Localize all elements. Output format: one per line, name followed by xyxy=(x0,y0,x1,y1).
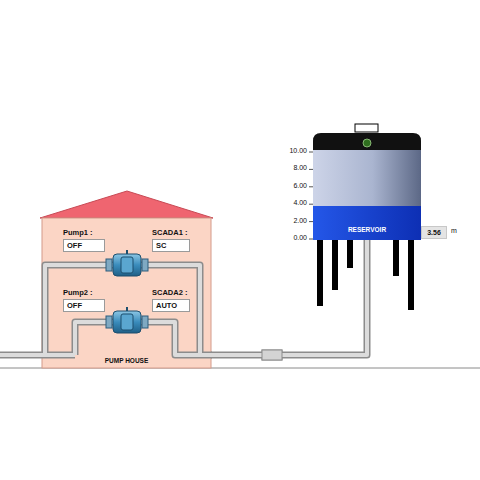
level-readout: 3.56 xyxy=(421,226,447,239)
scale-value: 6.00 xyxy=(279,182,307,189)
pump-symbol xyxy=(113,311,141,333)
pipe-coupling xyxy=(262,350,282,360)
status-field: SCADA1 :SC xyxy=(152,228,190,252)
pipe-outline xyxy=(211,240,367,355)
status-field: Pump1 :OFF xyxy=(63,228,105,252)
scale-ticks xyxy=(309,152,313,153)
scale-ticks xyxy=(309,186,313,187)
pump-symbol xyxy=(126,250,128,254)
pump-symbol xyxy=(106,316,112,328)
scale-ticks xyxy=(309,204,313,205)
scale-value: 10.00 xyxy=(279,147,307,154)
scale-ticks xyxy=(309,152,313,239)
status-field: Pump2 :OFF xyxy=(63,288,105,312)
unit-label: m xyxy=(451,227,463,234)
scale-value: 0.00 xyxy=(279,234,307,241)
pipe-connector xyxy=(211,240,367,355)
pump-symbol xyxy=(106,307,148,333)
pipe-core xyxy=(211,240,367,355)
status-field: SCADA2 :AUTO xyxy=(152,288,190,312)
scale-value: 2.00 xyxy=(279,217,307,224)
field-value: AUTO xyxy=(152,299,190,312)
node-title: 3.56 xyxy=(427,229,441,236)
pump-symbol xyxy=(121,257,133,273)
pump-house-building xyxy=(40,191,213,218)
field-value: OFF xyxy=(63,239,105,252)
reservoir-tank xyxy=(313,124,421,240)
field-label: Pump1 : xyxy=(63,228,105,238)
pump-house-building xyxy=(40,191,213,368)
scale-ticks xyxy=(309,221,313,222)
pump-symbol xyxy=(106,250,148,276)
reservoir-legs xyxy=(408,240,414,310)
pump-symbol xyxy=(142,259,148,271)
reservoir-tank xyxy=(313,150,421,206)
reservoir-tank xyxy=(313,206,421,240)
inner-pipework xyxy=(0,265,212,355)
reservoir-tank xyxy=(363,139,371,147)
pump-symbol xyxy=(121,314,133,330)
reservoir: RESERVOIR xyxy=(313,150,421,240)
scale-ticks xyxy=(309,169,313,170)
pump-house: PUMP HOUSEPump1 :OFFSCADA1 :SCPump2 :OFF… xyxy=(42,218,211,368)
inner-pipework xyxy=(0,265,212,355)
field-value: OFF xyxy=(63,299,105,312)
pump-symbol xyxy=(113,254,141,276)
field-value: SC xyxy=(152,239,190,252)
reservoir-legs xyxy=(347,240,353,268)
inner-pipework xyxy=(0,265,212,355)
field-label: SCADA1 : xyxy=(152,228,190,238)
scale-value: 4.00 xyxy=(279,199,307,206)
inner-pipework xyxy=(0,265,212,355)
node-title: PUMP HOUSE xyxy=(105,357,149,364)
reservoir-legs xyxy=(393,240,399,276)
pump-symbol xyxy=(126,307,128,311)
node-title: RESERVOIR xyxy=(348,226,386,233)
field-label: SCADA2 : xyxy=(152,288,190,298)
inner-pipework xyxy=(0,265,212,355)
reservoir-tank xyxy=(313,133,421,151)
reservoir-legs xyxy=(317,240,323,306)
scale-value: 8.00 xyxy=(279,164,307,171)
field-label: Pump2 : xyxy=(63,288,105,298)
reservoir-legs xyxy=(332,240,338,290)
pipe-coupling xyxy=(262,350,282,360)
pump-house-building xyxy=(42,218,211,368)
pump-symbol xyxy=(142,316,148,328)
scale-ticks xyxy=(309,239,313,240)
pump-symbol xyxy=(106,259,112,271)
reservoir-tank xyxy=(355,124,378,132)
